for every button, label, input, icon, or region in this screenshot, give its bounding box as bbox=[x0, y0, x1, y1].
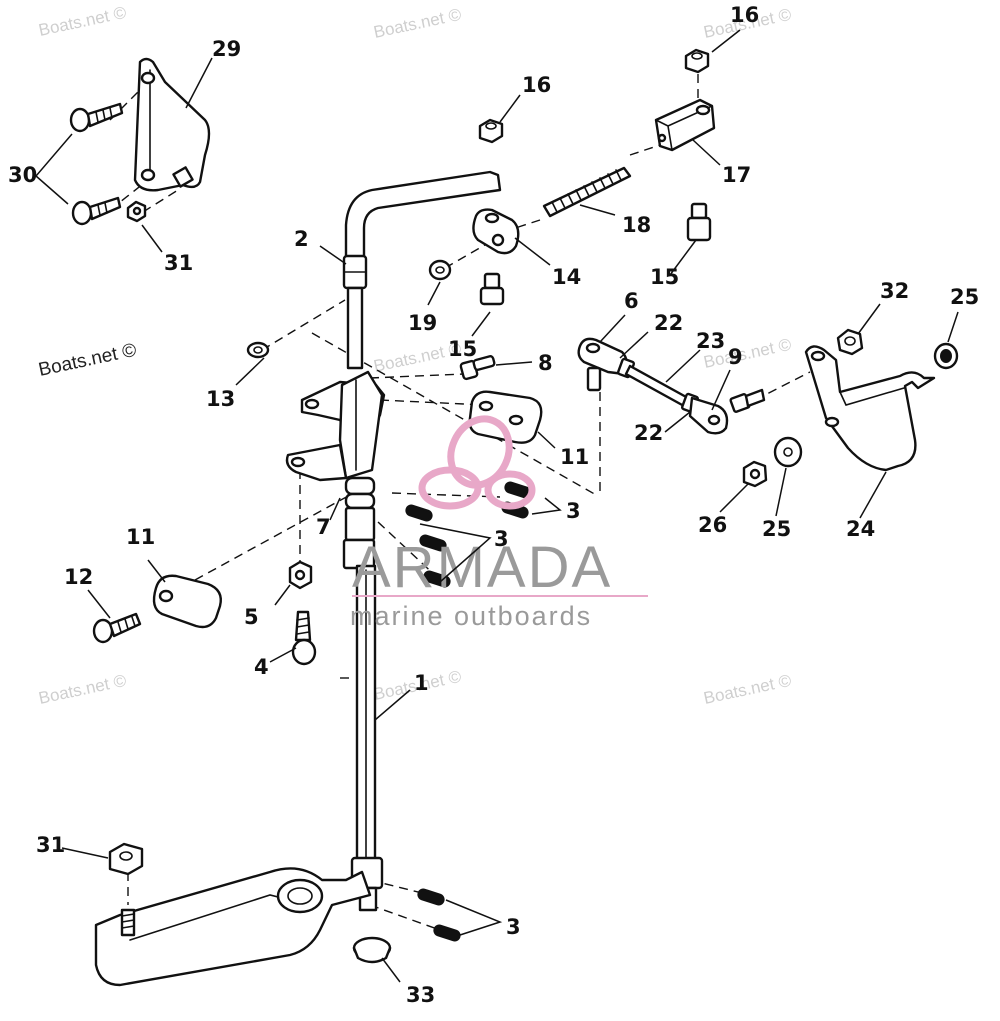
bracket-24 bbox=[804, 345, 936, 472]
bushings-7 bbox=[342, 476, 376, 570]
block-11-left bbox=[152, 574, 222, 629]
watermark-dark: Boats.net © bbox=[37, 340, 139, 381]
callout-labels: 29 30 31 2 16 16 17 18 14 15 19 15 13 8 … bbox=[8, 3, 979, 1007]
stud-15-center bbox=[479, 272, 505, 306]
watermark-1: Boats.net © bbox=[37, 3, 129, 40]
callout-9: 9 bbox=[728, 345, 743, 369]
nut-26 bbox=[742, 460, 768, 488]
stud-9 bbox=[729, 388, 766, 413]
callout-2: 2 bbox=[294, 227, 309, 251]
callout-3-upper: 3 bbox=[566, 499, 581, 523]
pin-8 bbox=[459, 355, 496, 381]
bolt-30-upper bbox=[69, 102, 124, 133]
callout-29: 29 bbox=[212, 37, 241, 61]
shift-shaft-1 bbox=[350, 564, 384, 912]
base-casting bbox=[94, 867, 372, 987]
callout-14: 14 bbox=[552, 265, 581, 289]
callout-16-left: 16 bbox=[522, 73, 551, 97]
callout-31-upper: 31 bbox=[164, 251, 193, 275]
stud-15-right bbox=[686, 202, 712, 242]
callout-13: 13 bbox=[206, 387, 235, 411]
washer-25-right bbox=[933, 342, 959, 370]
nut-31-lower bbox=[108, 842, 144, 876]
logo-tagline: marine outboards bbox=[350, 601, 592, 631]
callout-18: 18 bbox=[622, 213, 651, 237]
screw-4 bbox=[291, 610, 317, 666]
callout-11-left: 11 bbox=[126, 525, 155, 549]
bushing-33 bbox=[352, 936, 392, 964]
roll-pins-3 bbox=[405, 481, 532, 942]
callout-19: 19 bbox=[408, 311, 437, 335]
callout-25-right: 25 bbox=[950, 285, 979, 309]
threaded-rod-18 bbox=[542, 166, 632, 218]
washer-13 bbox=[246, 341, 270, 359]
screw-12 bbox=[92, 612, 142, 644]
callout-3-lower: 3 bbox=[506, 915, 521, 939]
callout-7: 7 bbox=[316, 515, 331, 539]
watermark-2: Boats.net © bbox=[372, 5, 464, 42]
watermark-8: Boats.net © bbox=[702, 671, 794, 708]
callout-22-upper: 22 bbox=[654, 311, 683, 335]
block-17 bbox=[654, 98, 716, 152]
callout-16-right: 16 bbox=[730, 3, 759, 27]
shift-rod-2 bbox=[342, 170, 502, 370]
callout-11-right: 11 bbox=[560, 445, 589, 469]
callout-8: 8 bbox=[538, 351, 553, 375]
armada-logo: ARMADA marine outboards bbox=[350, 415, 648, 631]
bracket-29 bbox=[133, 57, 211, 192]
nut-16-right bbox=[684, 48, 710, 74]
callout-31-lower: 31 bbox=[36, 833, 65, 857]
callout-23: 23 bbox=[696, 329, 725, 353]
callout-5: 5 bbox=[244, 605, 259, 629]
leader-lines bbox=[34, 29, 959, 983]
callout-15-center: 15 bbox=[448, 337, 477, 361]
bolt-30-lower bbox=[71, 196, 122, 226]
callout-1: 1 bbox=[414, 671, 429, 695]
nut-5 bbox=[288, 560, 313, 590]
callout-12: 12 bbox=[64, 565, 93, 589]
callout-30: 30 bbox=[8, 163, 37, 187]
callout-15-right: 15 bbox=[650, 265, 679, 289]
block-14 bbox=[472, 208, 520, 255]
callout-4: 4 bbox=[254, 655, 269, 679]
block-11-right bbox=[468, 390, 543, 444]
callout-24: 24 bbox=[846, 517, 875, 541]
linkage-assembly bbox=[577, 337, 729, 435]
callout-6: 6 bbox=[624, 289, 639, 313]
callout-33: 33 bbox=[406, 983, 435, 1007]
callout-25-lower: 25 bbox=[762, 517, 791, 541]
callout-26: 26 bbox=[698, 513, 727, 537]
nut-16-left bbox=[478, 118, 504, 144]
watermark-6: Boats.net © bbox=[37, 671, 129, 708]
washer-25-lower bbox=[773, 436, 803, 468]
nut-32 bbox=[836, 328, 864, 356]
callout-17: 17 bbox=[722, 163, 751, 187]
callout-32: 32 bbox=[880, 279, 909, 303]
washer-19 bbox=[428, 259, 452, 281]
shift-lever-bracket bbox=[285, 370, 386, 482]
nut-31-upper bbox=[126, 200, 147, 223]
callout-22-lower: 22 bbox=[634, 421, 663, 445]
callout-3-middle: 3 bbox=[494, 527, 509, 551]
